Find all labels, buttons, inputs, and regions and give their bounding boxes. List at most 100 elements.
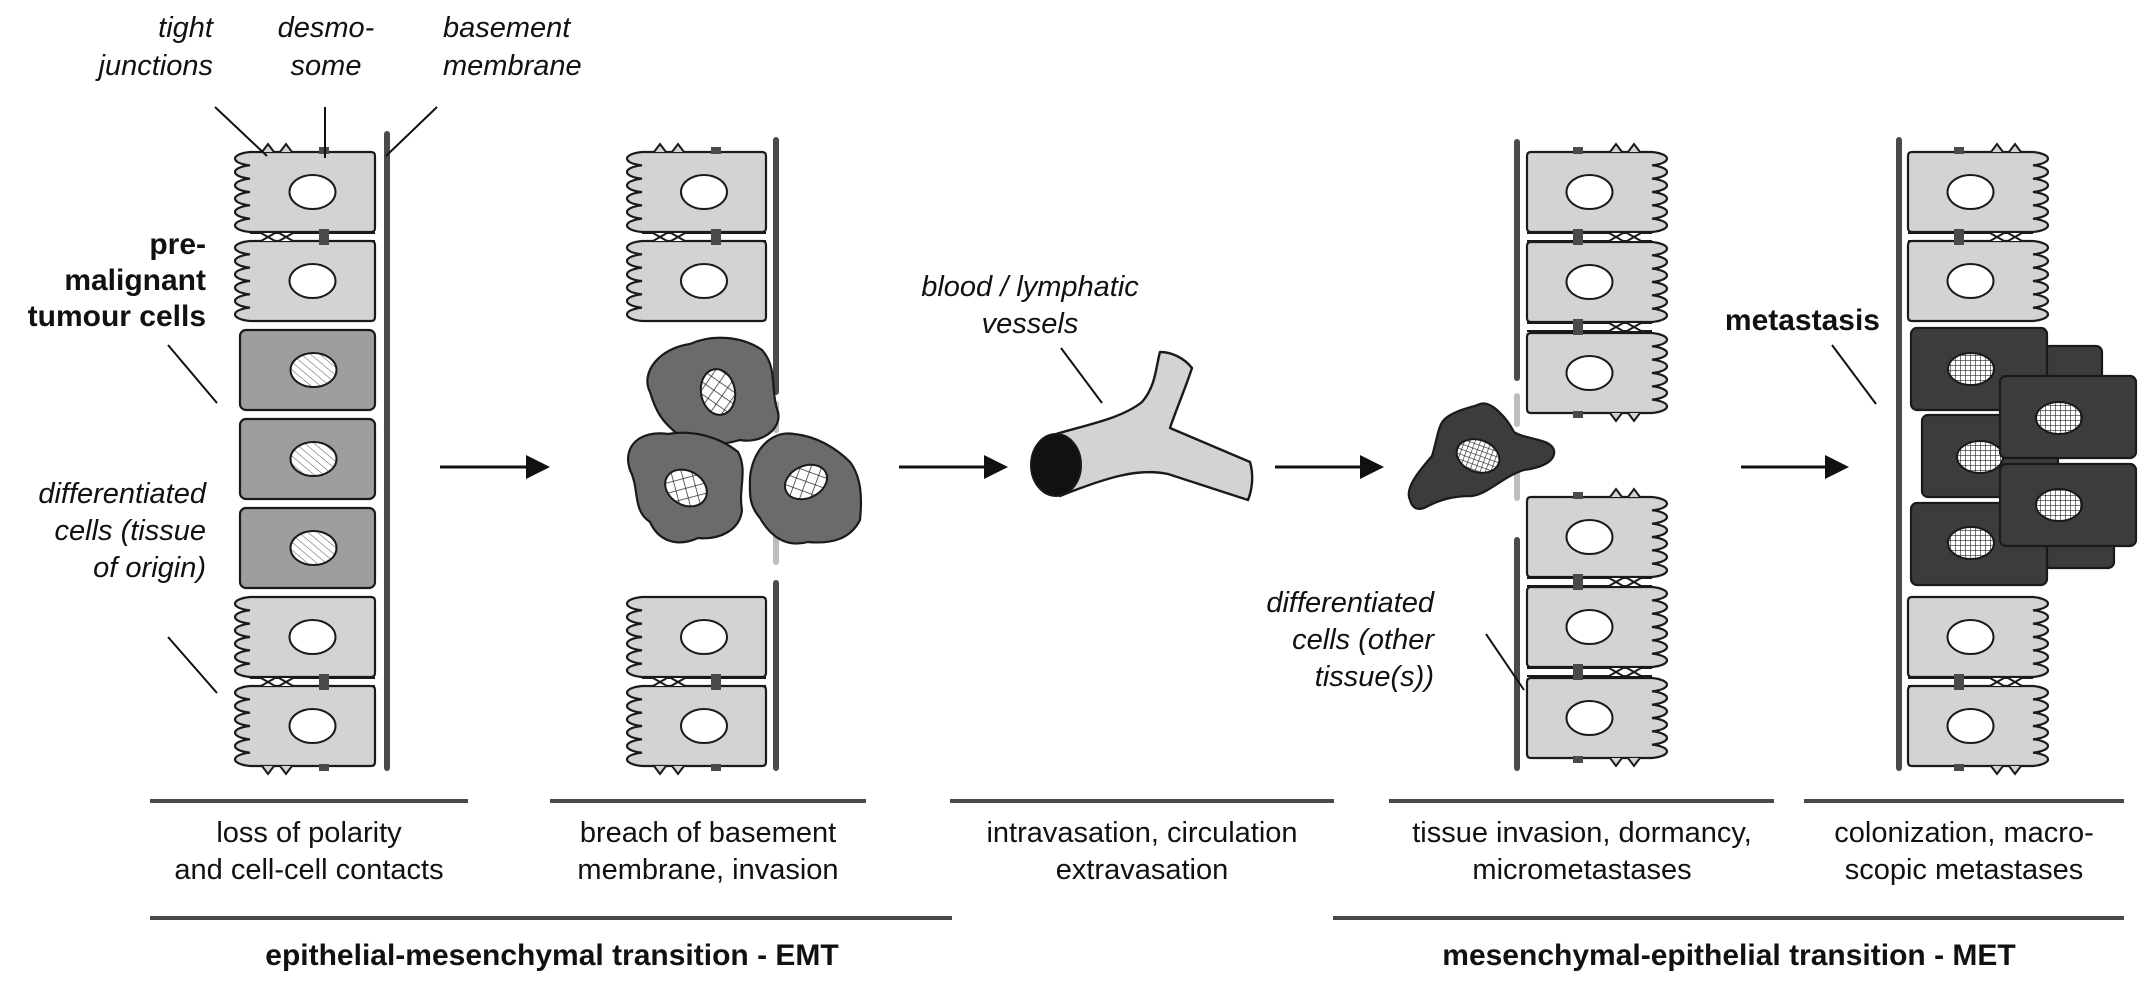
desmosome [1573, 229, 1583, 245]
label-line: cells (other [1292, 624, 1435, 656]
tight-junction [653, 142, 667, 153]
tight-junction [1990, 142, 2004, 153]
caption-line: breach of basement [580, 817, 836, 849]
label-line: blood / lymphatic [921, 271, 1139, 303]
desmosome [711, 764, 721, 771]
cell-junction [642, 229, 766, 245]
caption-line: tissue invasion, dormancy, [1412, 817, 1752, 849]
nucleus [1946, 174, 1995, 210]
nucleus [1956, 440, 2004, 474]
leader-lines [167, 106, 1877, 694]
nucleus [1565, 174, 1614, 210]
label-line: differentiated [38, 478, 207, 510]
nucleus [289, 352, 338, 388]
label-line: cells (tissue [55, 515, 207, 547]
tight-junction [671, 142, 685, 153]
caption-line: micrometastases [1472, 854, 1691, 886]
tight-junction [653, 765, 667, 776]
leader-line [214, 106, 268, 157]
tight-junction [279, 765, 293, 776]
leader-line [1485, 633, 1525, 691]
stage-caption-3: intravasation, circulation extravasation [986, 817, 1297, 886]
nucleus [1565, 700, 1614, 736]
nucleus [1565, 609, 1614, 645]
normal-epithelial-cell [233, 239, 377, 323]
tight-junction [652, 232, 668, 242]
nucleus [1947, 526, 1995, 560]
desmosome [1573, 147, 1583, 154]
normal-epithelial-cell [625, 595, 768, 679]
basal-junction-marks [261, 764, 329, 776]
blood-vessel [1030, 350, 1254, 502]
column-normal-to-premalignant [233, 131, 390, 776]
cell-junction [1527, 319, 1652, 335]
label-line: tight [158, 12, 215, 44]
stage-caption-2: breach of basement membrane, invasion [577, 817, 838, 886]
tight-junction [1990, 765, 2004, 776]
normal-epithelial-cell [625, 239, 768, 323]
desmosome [711, 229, 721, 245]
caption-line: and cell-cell contacts [174, 854, 443, 886]
nucleus [288, 174, 337, 210]
nucleus [680, 708, 728, 744]
stage-caption-4: tissue invasion, dormancy, micrometastas… [1412, 817, 1752, 886]
annotation-metastasis: metastasis [1725, 304, 1880, 337]
metastatic-cell [1998, 374, 2138, 460]
apical-junction-marks [1573, 142, 1641, 154]
leader-line [385, 106, 438, 157]
desmosome [1573, 411, 1583, 418]
cell-junction [1527, 229, 1652, 245]
tight-junction [1989, 232, 2005, 242]
tight-junction [1989, 677, 2005, 687]
phase-title-met: mesenchymal-epithelial transition - MET [1442, 939, 2015, 972]
invasive-mesenchymal-cell [646, 336, 780, 446]
cell-junction [1908, 674, 2033, 690]
tight-junction [278, 232, 294, 242]
nucleus [288, 619, 337, 655]
annotation-tight-junctions: tight junctions [95, 12, 215, 82]
tight-junction [261, 142, 275, 153]
tight-junction [1626, 577, 1642, 587]
label-line: pre- [149, 228, 206, 261]
tight-junction [1626, 667, 1642, 677]
stage-caption-5: colonization, macro- scopic metastases [1834, 817, 2094, 886]
nucleus [1946, 263, 1995, 299]
tight-junction [1609, 487, 1623, 498]
desmosome [319, 229, 329, 245]
tight-junction [2008, 765, 2022, 776]
annotation-premalignant: pre- malignant tumour cells [28, 228, 206, 333]
basal-junction-marks [1954, 764, 2022, 776]
vessel-body [1054, 350, 1254, 502]
premalignant-cell [238, 328, 377, 412]
arrow-head [526, 455, 550, 479]
nucleus [289, 530, 338, 566]
nucleus [699, 368, 737, 416]
label-line: desmo- [278, 12, 375, 44]
normal-epithelial-cell [1906, 239, 2050, 323]
tight-junction [1609, 757, 1623, 768]
desmosome [1573, 574, 1583, 590]
tight-junction [2007, 677, 2023, 687]
desmosome [1573, 756, 1583, 763]
nucleus [1947, 352, 1995, 386]
tight-junction [1627, 757, 1641, 768]
arrow-head [1825, 455, 1849, 479]
tight-junction [261, 765, 275, 776]
label-line: malignant [64, 264, 206, 297]
vessel-lumen [1030, 433, 1082, 497]
tight-junction [1609, 412, 1623, 423]
label-line: junctions [95, 50, 213, 82]
nucleus [288, 708, 337, 744]
nucleus [2035, 401, 2083, 435]
normal-epithelial-cell [1525, 495, 1669, 579]
nucleus [1946, 619, 1995, 655]
label-line: of origin) [93, 552, 206, 584]
basal-junction-marks [1573, 756, 1641, 768]
arrow-right-icon [1741, 455, 1849, 479]
desmosome [1573, 492, 1583, 499]
invasive-mesenchymal-cell [627, 431, 744, 544]
nucleus [1946, 708, 1995, 744]
arrow-right-icon [440, 455, 550, 479]
cell-junction [1908, 229, 2033, 245]
